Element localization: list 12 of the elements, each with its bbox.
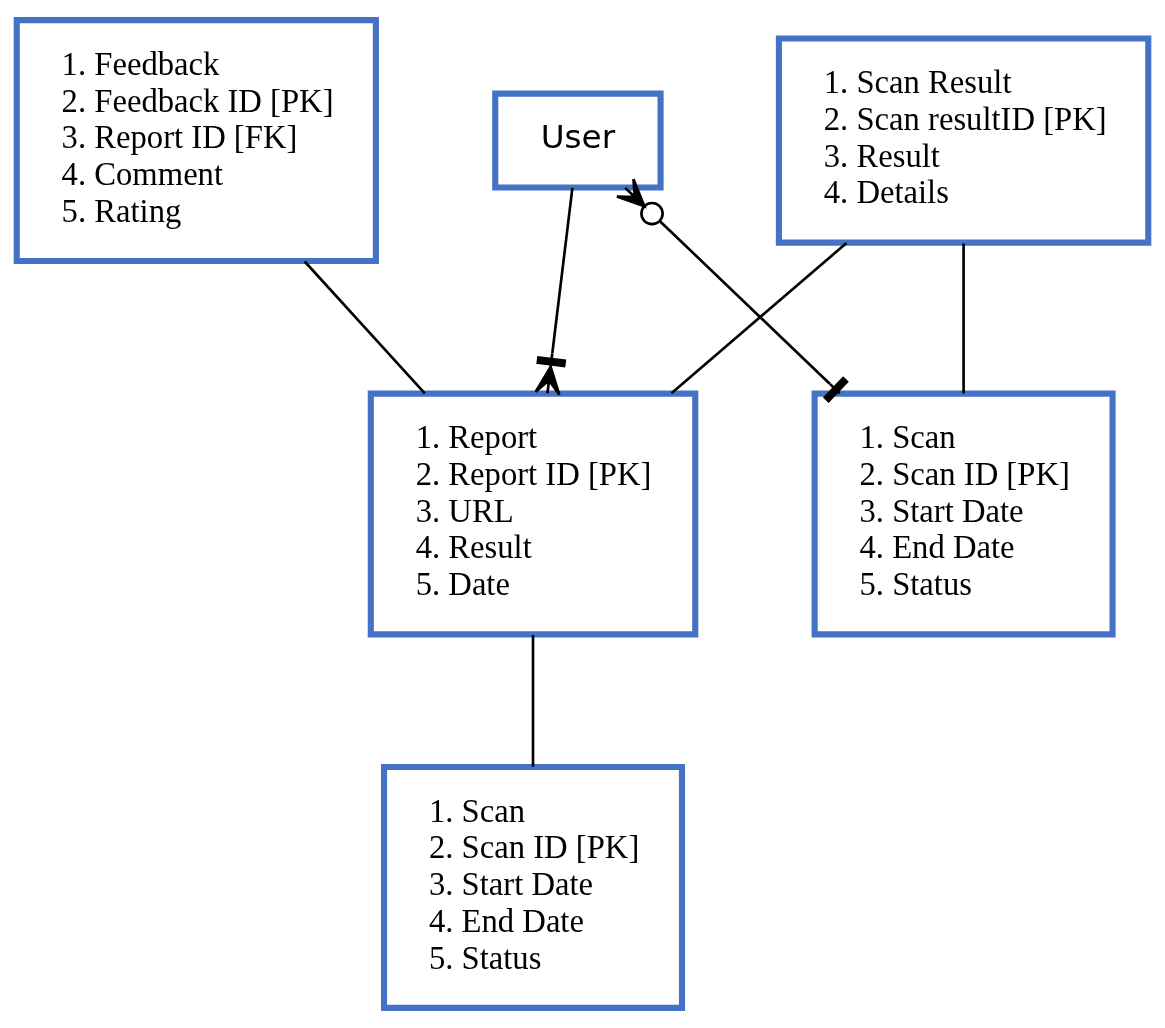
- node-box: 1. Scan Result 2. Scan resultID [PK] 3. Result 4. Details: [775, 35, 1152, 246]
- node-box: User: [492, 90, 664, 191]
- connector: [531, 634, 535, 767]
- connector: [534, 187, 574, 397]
- node-box: 1. Report 2. Report ID [PK] 3. URL 4. Result 5. Date: [367, 390, 699, 638]
- connector: [615, 177, 849, 403]
- connector: [670, 242, 848, 395]
- node-box: 1. Feedback 2. Feedback ID [PK] 3. Report ID [FK] 4. Comment 5. Rating: [13, 17, 379, 264]
- node-box: 1. Scan 2. Scan ID [PK] 3. Start Date 4. End Date 5. Status: [381, 764, 686, 1011]
- node-box: 1. Scan 2. Scan ID [PK] 3. Start Date 4. End Date 5. Status: [811, 390, 1116, 638]
- connector: [962, 243, 965, 394]
- connector: [303, 260, 426, 395]
